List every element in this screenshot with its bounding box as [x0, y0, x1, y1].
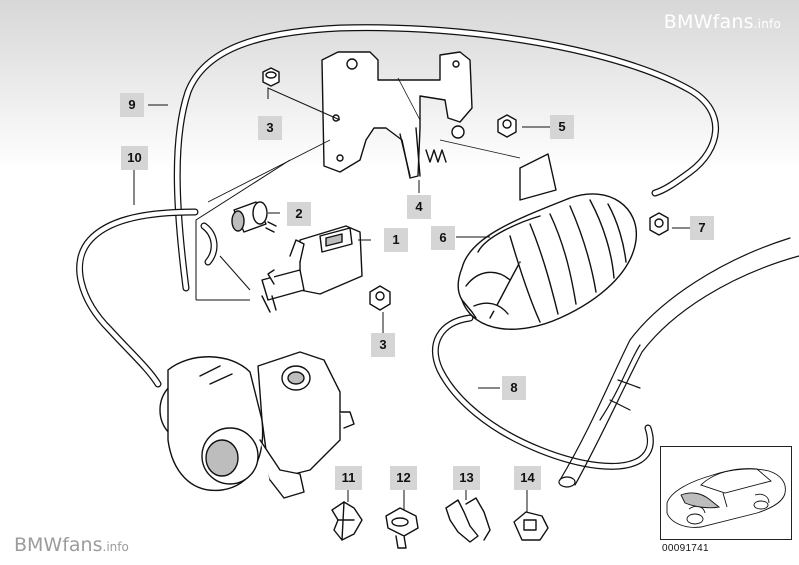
callout-8: 8 [502, 376, 526, 400]
pressure-converter-1 [261, 225, 363, 313]
callout-13: 13 [453, 466, 480, 490]
callout-12: 12 [390, 466, 417, 490]
clip-14 [513, 511, 549, 541]
leader-lines [133, 77, 690, 512]
clip-13 [445, 497, 491, 543]
clip-12 [385, 507, 419, 549]
vacuum-hose-8 [432, 314, 654, 470]
watermark-bottom: BMWfans.info [14, 534, 129, 556]
car-outline-icon [666, 468, 786, 528]
callout-3-top: 3 [258, 116, 282, 140]
mounting-bracket [321, 51, 473, 179]
vacuum-hose-9 [173, 24, 720, 292]
air-pipe-outline [558, 237, 799, 488]
callout-14: 14 [514, 466, 541, 490]
callout-3-bottom: 3 [371, 333, 395, 357]
rubber-mount-2 [231, 201, 277, 233]
nut-5 [497, 114, 517, 138]
vacuum-reservoir-6 [457, 153, 637, 330]
nut-3-top [262, 67, 280, 87]
callout-9: 9 [120, 93, 144, 117]
callout-11: 11 [335, 466, 362, 490]
callout-7: 7 [690, 216, 714, 240]
watermark-top: BMWfans.info [663, 11, 781, 33]
clip-11 [331, 501, 363, 541]
diagram-number: 00091741 [662, 543, 709, 554]
vehicle-location-inset [660, 446, 792, 540]
callout-5: 5 [550, 115, 574, 139]
spring-4 [425, 149, 447, 163]
nut-3-bottom [369, 285, 391, 311]
callout-2: 2 [287, 202, 311, 226]
callout-6: 6 [431, 226, 455, 250]
callout-10: 10 [121, 146, 148, 170]
turbocharger [159, 351, 355, 499]
vacuum-hose-10 [76, 208, 218, 388]
nut-7 [649, 212, 669, 236]
callout-1: 1 [384, 228, 408, 252]
callout-4: 4 [407, 195, 431, 219]
